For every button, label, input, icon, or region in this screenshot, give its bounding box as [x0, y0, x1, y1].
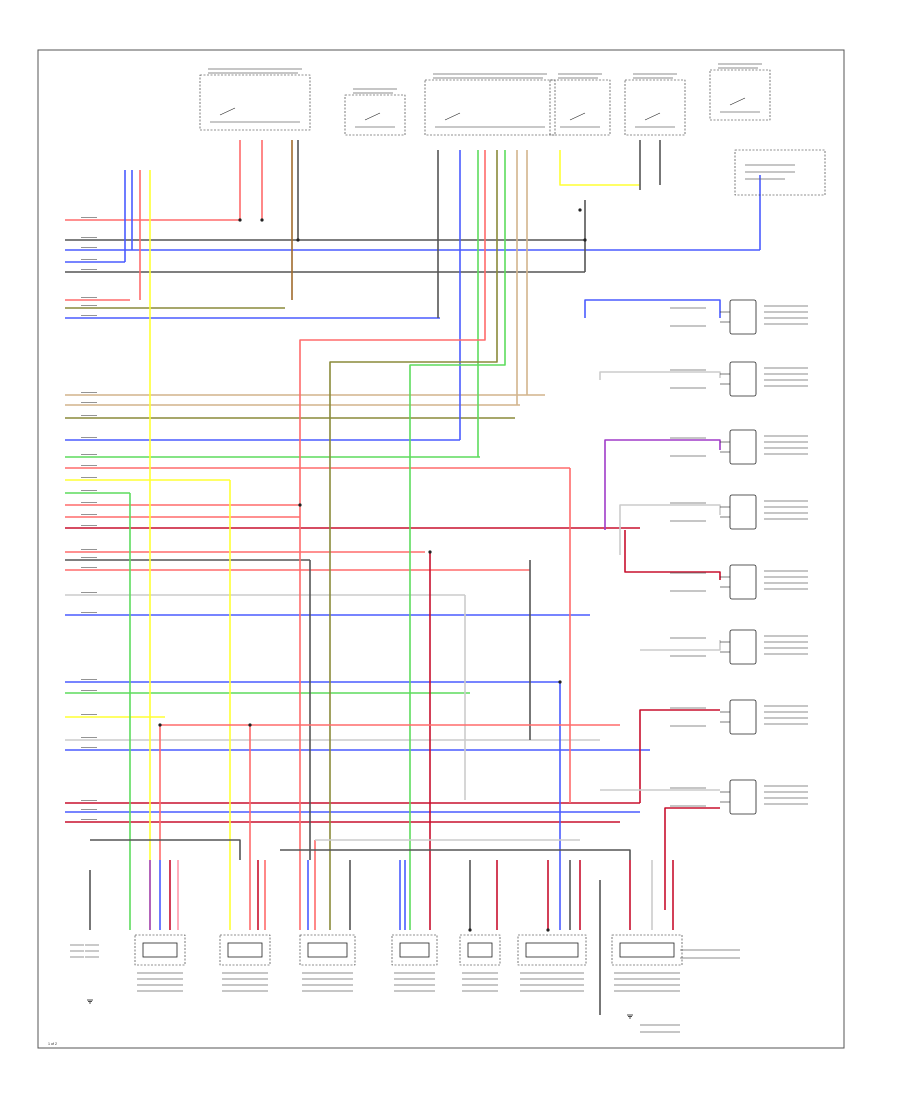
wire-darkred-57: [624, 530, 721, 580]
sensor-icon: [720, 779, 757, 815]
diagram-frame: [37, 49, 845, 1049]
sensor-icon: [720, 699, 757, 735]
speed-sensor: [391, 934, 438, 966]
switch-icon: [219, 107, 236, 116]
switch-icon: [444, 112, 461, 121]
sensor-body: [729, 361, 757, 397]
wire-lightgray-54: [599, 371, 721, 380]
solenoid-valve: [459, 934, 501, 966]
components-layer: [87, 69, 826, 1019]
wire-lightgray-58: [640, 640, 721, 651]
relay-box: [344, 94, 406, 136]
sensor-icon: [720, 629, 757, 665]
connector-icon: [142, 942, 178, 958]
ground-icon: [627, 1014, 633, 1019]
sensor-icon: [720, 361, 757, 397]
wire-lightgray-56: [619, 504, 721, 555]
sensor-body: [729, 494, 757, 530]
sensor-body: [729, 299, 757, 335]
connector-icon: [227, 942, 263, 958]
sensor-icon: [720, 429, 757, 465]
splice-dot: [298, 503, 302, 507]
wire-darkred-61: [664, 807, 720, 910]
ignition-switch: [709, 69, 771, 121]
splice-dot: [158, 723, 162, 727]
brake-switch: [624, 79, 686, 136]
connector-icon: [399, 942, 430, 958]
ignition-switch-outline: [709, 69, 771, 121]
speed-sensor-outline: [391, 934, 438, 966]
labels-layer: [70, 63, 808, 1033]
connector-icon: [467, 942, 493, 958]
right-front-abs-sensor-connector: [219, 934, 271, 966]
sensor-body: [729, 429, 757, 465]
wire-darkgray-94: [280, 849, 631, 860]
sensor-body: [729, 699, 757, 735]
splice-dot: [260, 218, 264, 222]
sensor-body: [729, 629, 757, 665]
combination-meter-connector: [199, 74, 311, 131]
splice-dot: [296, 238, 300, 242]
ground-icon: [87, 999, 93, 1004]
connector-icon: [307, 942, 348, 958]
wire-yellow-48: [559, 150, 640, 186]
fuse-relay-block-outline: [734, 149, 826, 196]
wire-olive-44: [329, 150, 498, 930]
sensor-icon: [720, 299, 757, 335]
switch-icon: [569, 112, 586, 121]
connector-icon: [525, 942, 579, 958]
splice-dot: [248, 723, 252, 727]
splice-dot: [468, 928, 472, 932]
powertrain-control-module-connector: [424, 79, 556, 136]
relay-box-outline: [344, 94, 406, 136]
left-front-abs-sensor-connector-outline: [134, 934, 186, 966]
wire-blue-53: [584, 299, 721, 318]
left-front-abs-sensor-connector: [134, 934, 186, 966]
page-id: 1 of 2: [48, 1042, 57, 1046]
wires-layer: [65, 140, 761, 1015]
clutch-switch: [549, 79, 611, 136]
wire-purple-55: [604, 439, 721, 530]
splice-dot: [546, 928, 550, 932]
switch-icon: [729, 97, 746, 106]
splice-dot: [238, 218, 242, 222]
transmission-range-switch: [299, 934, 356, 966]
sensor-body: [729, 779, 757, 815]
connector-icon: [619, 942, 675, 958]
wire-darkgray-92: [90, 839, 241, 860]
switch-icon: [644, 112, 661, 121]
combination-meter-connector-outline: [199, 74, 311, 131]
splice-dot: [578, 208, 582, 212]
throttle-position-sensor: [611, 934, 683, 966]
transmission-range-switch-outline: [299, 934, 356, 966]
sensor-icon: [720, 564, 757, 600]
splice-dot: [428, 550, 432, 554]
splice-dot: [583, 238, 587, 242]
fuse-relay-block: [734, 149, 826, 196]
shift-solenoid-assembly: [517, 934, 587, 966]
right-front-abs-sensor-connector-outline: [219, 934, 271, 966]
wire-red-43: [299, 150, 486, 930]
powertrain-control-module-connector-outline: [424, 79, 556, 136]
switch-icon: [364, 112, 381, 121]
sensor-body: [729, 564, 757, 600]
clutch-switch-outline: [549, 79, 611, 136]
wire-darkred-59: [639, 709, 720, 803]
splice-dot: [558, 680, 562, 684]
sensor-icon: [720, 494, 757, 530]
brake-switch-outline: [624, 79, 686, 136]
wire-green-45: [409, 150, 506, 930]
